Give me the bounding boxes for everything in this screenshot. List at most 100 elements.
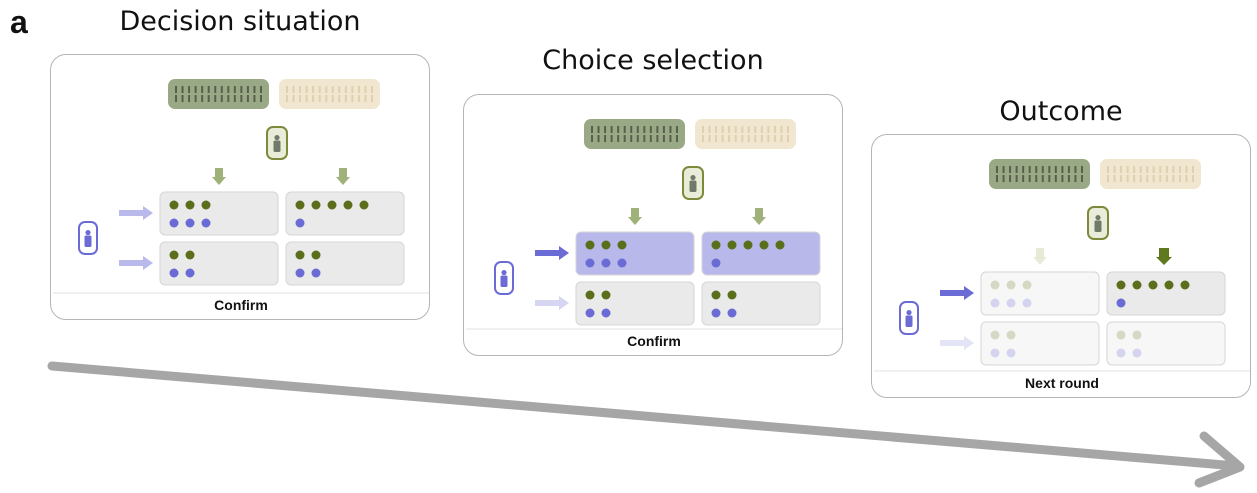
arrow-right-icon [1194, 431, 1245, 488]
green-dot [295, 200, 305, 210]
stage-title-decision: Decision situation [119, 6, 361, 37]
green-option-card [584, 119, 685, 149]
green-dot [990, 330, 1000, 340]
timeline-arrow-shaft [47, 361, 1241, 471]
person-icon [266, 126, 288, 160]
green-dot [1132, 330, 1142, 340]
green-dot [727, 290, 737, 300]
stage-title-outcome: Outcome [999, 96, 1123, 127]
green-dot [990, 280, 1000, 290]
arrow-down-icon [752, 208, 766, 225]
blue-dot [1116, 348, 1126, 358]
green-dot [711, 290, 721, 300]
green-dot [343, 200, 353, 210]
blue-dot [169, 268, 179, 278]
blue-dot [201, 218, 211, 228]
next-round-button[interactable]: Next round [1025, 375, 1099, 391]
blue-dot [1022, 298, 1032, 308]
green-dot [169, 200, 179, 210]
blue-dot [1006, 298, 1016, 308]
blue-dot [185, 268, 195, 278]
arrow-right-icon [940, 286, 974, 300]
blue-dot [990, 298, 1000, 308]
green-dot [1164, 280, 1174, 290]
blue-dot [990, 348, 1000, 358]
beige-option-card [695, 119, 796, 149]
arrow-right-icon [535, 296, 569, 310]
blue-dot [185, 218, 195, 228]
outcome-game-display [874, 159, 1250, 372]
stage-title-choice: Choice selection [542, 45, 764, 76]
green-dot [775, 240, 785, 250]
arrow-down-icon [212, 168, 226, 185]
green-dot [327, 200, 337, 210]
decision-game-display [53, 79, 429, 294]
blue-dot [169, 218, 179, 228]
blue-dot [585, 308, 595, 318]
person-icon [78, 221, 98, 255]
blue-dot [711, 308, 721, 318]
arrow-down-icon [628, 208, 642, 225]
green-dot [1006, 330, 1016, 340]
green-dot [311, 200, 321, 210]
arrow-right-icon [119, 206, 153, 220]
blue-dot [1132, 348, 1142, 358]
green-dot [585, 240, 595, 250]
blue-dot [311, 268, 321, 278]
green-dot [185, 200, 195, 210]
green-dot [1148, 280, 1158, 290]
green-dot [617, 240, 627, 250]
outcome-screen: Next round [871, 134, 1251, 398]
blue-dot [295, 268, 305, 278]
arrow-down-icon [1156, 248, 1172, 265]
person-icon [899, 301, 919, 335]
green-option-card [168, 79, 269, 109]
green-dot [585, 290, 595, 300]
green-dot [295, 250, 305, 260]
confirm-button[interactable]: Confirm [214, 297, 268, 313]
arrow-right-icon [119, 256, 153, 270]
green-dot [359, 200, 369, 210]
green-dot [169, 250, 179, 260]
green-dot [1006, 280, 1016, 290]
choice-game-display [466, 119, 842, 330]
beige-option-card [279, 79, 380, 109]
confirm-button[interactable]: Confirm [627, 333, 681, 349]
panel-label: a [10, 4, 28, 40]
blue-dot [711, 258, 721, 268]
green-dot [1180, 280, 1190, 290]
green-dot [759, 240, 769, 250]
blue-dot [1006, 348, 1016, 358]
green-dot [727, 240, 737, 250]
person-icon [1087, 206, 1109, 240]
arrow-right-icon [940, 336, 974, 350]
green-dot [1116, 280, 1126, 290]
blue-dot [727, 308, 737, 318]
green-dot [601, 240, 611, 250]
green-dot [185, 250, 195, 260]
decision-screen: Confirm [50, 54, 430, 320]
person-icon [682, 166, 704, 200]
blue-dot [585, 258, 595, 268]
arrow-down-icon [336, 168, 350, 185]
blue-dot [617, 258, 627, 268]
blue-dot [1116, 298, 1126, 308]
green-dot [1132, 280, 1142, 290]
person-icon [494, 261, 514, 295]
green-dot [1116, 330, 1126, 340]
beige-option-card [1100, 159, 1201, 189]
green-dot [601, 290, 611, 300]
arrow-down-icon [1033, 248, 1047, 265]
blue-dot [295, 218, 305, 228]
green-dot [711, 240, 721, 250]
green-dot [743, 240, 753, 250]
green-dot [1022, 280, 1032, 290]
blue-dot [601, 308, 611, 318]
arrow-right-icon [535, 246, 569, 260]
green-dot [311, 250, 321, 260]
blue-dot [601, 258, 611, 268]
green-dot [201, 200, 211, 210]
choice-screen: Confirm [463, 94, 843, 356]
green-option-card [989, 159, 1090, 189]
